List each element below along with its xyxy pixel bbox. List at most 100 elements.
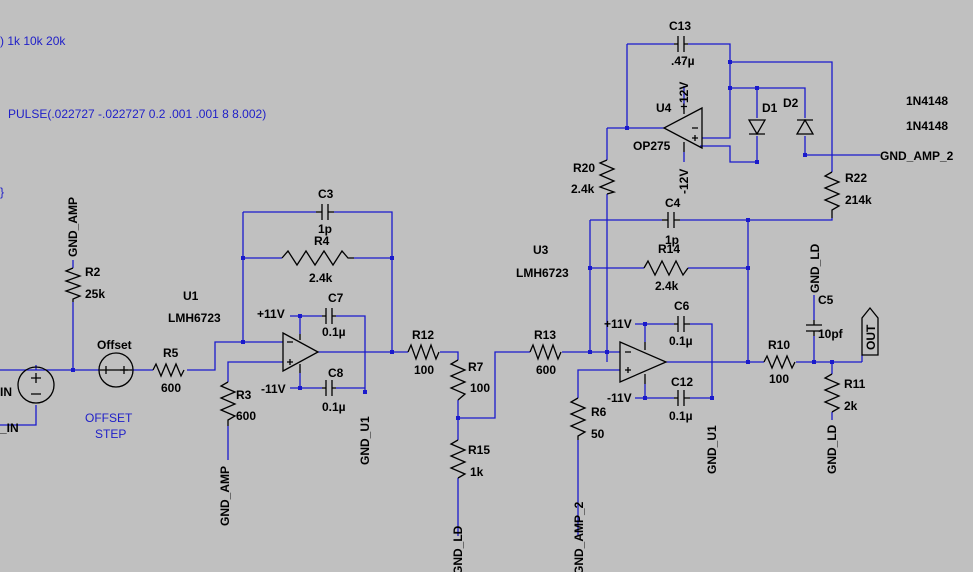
- d1-ref: D1: [762, 101, 778, 115]
- opamp-u4[interactable]: [662, 106, 703, 152]
- c7-ref: C7: [328, 291, 344, 305]
- capacitor-c12[interactable]: [674, 390, 690, 406]
- offset-step-label-1: OFFSET: [85, 411, 133, 425]
- r13-value: 600: [536, 363, 556, 377]
- r5-ref: R5: [163, 346, 179, 360]
- c8-value: 0.1µ: [322, 400, 346, 414]
- u1-model: LMH6723: [168, 311, 221, 325]
- capacitor-c4[interactable]: [662, 212, 680, 228]
- c5-value: 10pf: [818, 327, 844, 341]
- resistor-r10[interactable]: [763, 354, 796, 370]
- net-label-gnd-ld-right: GND_LD: [825, 424, 839, 474]
- offset-ref: Offset: [97, 338, 132, 352]
- net-label-out: OUT: [864, 324, 878, 350]
- c6-value: 0.1µ: [669, 334, 693, 348]
- resistor-r3[interactable]: [219, 381, 237, 426]
- r2-ref: R2: [85, 265, 101, 279]
- net-label-in-2: _IN: [0, 421, 19, 435]
- resistor-r11[interactable]: [823, 373, 841, 413]
- resistor-r22[interactable]: [823, 171, 841, 218]
- r14-value: 2.4k: [655, 279, 679, 293]
- capacitor-c7[interactable]: [322, 308, 336, 324]
- net-label-gnd-u1-left: GND_U1: [358, 416, 372, 465]
- c4-value: 1p: [665, 233, 679, 247]
- d2-ref: D2: [783, 96, 799, 110]
- net-label-gnd-amp-2-bottom: GND_AMP_2: [572, 501, 586, 572]
- c7-value: 0.1µ: [322, 325, 346, 339]
- c12-ref: C12: [671, 375, 693, 389]
- r3-value: 600: [236, 409, 256, 423]
- r7-value: 100: [470, 381, 490, 395]
- r4-value: 2.4k: [309, 271, 333, 285]
- capacitor-c13[interactable]: [674, 36, 688, 52]
- capacitor-c6[interactable]: [674, 316, 690, 332]
- out-port[interactable]: [861, 306, 879, 356]
- net-label-gnd-amp-top: GND_AMP: [66, 197, 80, 257]
- r5-value: 600: [161, 381, 181, 395]
- resistor-r7[interactable]: [449, 359, 467, 401]
- r22-value: 214k: [845, 193, 872, 207]
- net-label-gnd-ld-bottom: GND_LD: [451, 525, 465, 572]
- resistor-r13[interactable]: [529, 343, 562, 361]
- r13-ref: R13: [534, 328, 556, 342]
- resistor-r2[interactable]: [64, 267, 82, 302]
- u3-ref: U3: [533, 243, 549, 257]
- resistor-r6[interactable]: [569, 397, 587, 440]
- diode-d1[interactable]: [747, 118, 767, 136]
- resistor-r14[interactable]: [643, 259, 689, 277]
- r11-ref: R11: [844, 377, 866, 391]
- c3-ref: C3: [318, 187, 334, 201]
- rail-label-u3-p11: +11V: [604, 317, 632, 331]
- r3-ref: R3: [236, 388, 252, 402]
- rail-label-u1-p11: +11V: [257, 307, 285, 321]
- capacitor-c3[interactable]: [316, 204, 334, 220]
- r6-ref: R6: [591, 405, 607, 419]
- c6-ref: C6: [674, 299, 690, 313]
- r4-ref: R4: [314, 234, 330, 248]
- r15-ref: R15: [468, 443, 490, 457]
- r2-value: 25k: [85, 287, 105, 301]
- c13-ref: C13: [669, 19, 691, 33]
- net-label-gnd-u1-right: GND_U1: [705, 425, 719, 474]
- c3-value: 1p: [318, 222, 332, 236]
- rail-label-u1-m11: -11V: [261, 382, 286, 396]
- r10-value: 100: [769, 372, 789, 386]
- pulse-directive-text: PULSE(.022727 -.022727 0.2 .001 .001 8 8…: [8, 107, 266, 121]
- resistor-r4[interactable]: [281, 249, 354, 267]
- wires: [0, 43, 880, 536]
- resistor-r20[interactable]: [598, 159, 617, 195]
- diode-d2[interactable]: [795, 118, 815, 135]
- capacitor-c8[interactable]: [322, 380, 336, 396]
- r15-value: 1k: [470, 465, 484, 479]
- offset-voltage-source[interactable]: [98, 352, 134, 388]
- rail-label-u3-m11: -11V: [607, 391, 632, 405]
- rail-label-u4-p12: +12V: [677, 82, 691, 110]
- d2-model: 1N4148: [906, 119, 948, 133]
- resistor-r15[interactable]: [449, 439, 467, 479]
- resistor-r5[interactable]: [152, 362, 185, 378]
- opamp-u3[interactable]: [619, 341, 668, 384]
- opamp-u1[interactable]: [282, 331, 320, 373]
- offset-step-label-2: STEP: [95, 427, 126, 441]
- input-voltage-source[interactable]: [17, 366, 55, 404]
- d1-model: 1N4148: [906, 94, 948, 108]
- r10-ref: R10: [768, 338, 790, 352]
- r22-ref: R22: [845, 171, 867, 185]
- r12-value: 100: [414, 363, 434, 377]
- c5-ref: C5: [818, 293, 834, 307]
- u1-ref: U1: [183, 289, 199, 303]
- r12-ref: R12: [412, 328, 434, 342]
- capacitor-c5[interactable]: [806, 320, 822, 336]
- rail-label-u4-m12: -12V: [677, 169, 691, 194]
- u4-ref: U4: [656, 101, 672, 115]
- resistor-r12[interactable]: [407, 343, 440, 361]
- net-label-gnd-amp-bottom: GND_AMP: [218, 466, 232, 526]
- c8-ref: C8: [328, 366, 344, 380]
- r7-ref: R7: [468, 360, 484, 374]
- r6-value: 50: [591, 427, 605, 441]
- c4-ref: C4: [665, 196, 681, 210]
- net-label-in: IN: [0, 385, 12, 399]
- net-label-gnd-amp-2-right: GND_AMP_2: [880, 149, 954, 163]
- junction-dots: [71, 60, 834, 420]
